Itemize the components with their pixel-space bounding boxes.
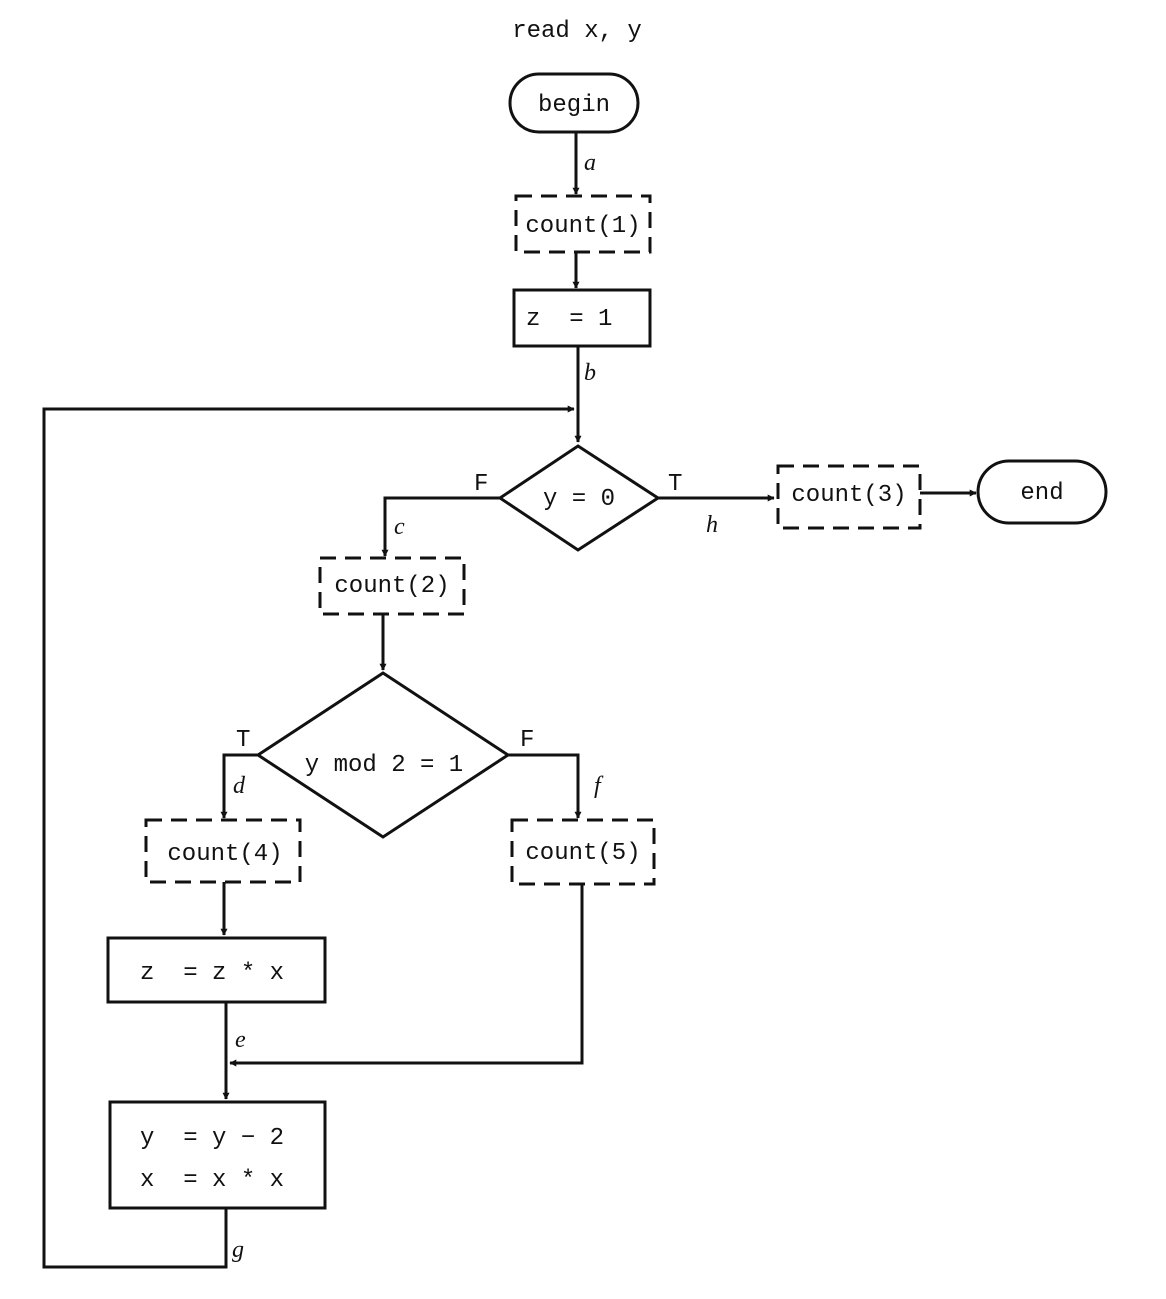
decision-y-mod-2 xyxy=(255,671,511,839)
branch-mod-false: F xyxy=(520,727,534,754)
x-update-label: x = x * x xyxy=(140,1167,284,1194)
decision-y-equals-zero-label: y = 0 xyxy=(543,486,615,513)
z-init-label: z = 1 xyxy=(526,306,612,333)
branch-y0-false: F xyxy=(474,471,488,498)
count2-box xyxy=(318,556,466,616)
end-terminal xyxy=(976,459,1108,525)
header-read-inputs: read x, y xyxy=(512,18,642,45)
edge-mod-false-to-count5 xyxy=(508,753,582,819)
z-init-box xyxy=(512,288,652,348)
edge-label-a: a xyxy=(584,150,596,176)
count5-label: count(5) xyxy=(525,840,640,867)
begin-terminal xyxy=(508,72,640,134)
count1-box xyxy=(514,194,652,254)
z-update-label: z = z * x xyxy=(140,960,284,987)
decision-y-equals-zero xyxy=(497,444,661,552)
count3-box xyxy=(776,464,922,530)
edge-count5-to-merge xyxy=(229,884,584,1067)
edge-label-e: e xyxy=(235,1027,246,1053)
edge-label-h: h xyxy=(706,512,718,538)
decision-y-mod-2-label: y mod 2 = 1 xyxy=(305,752,463,779)
count4-box xyxy=(144,818,302,884)
branch-mod-true: T xyxy=(236,727,250,754)
edge-label-g: g xyxy=(232,1237,244,1263)
z-update-box xyxy=(106,936,327,1004)
count4-label: count(4) xyxy=(167,841,282,868)
edge-label-d: d xyxy=(233,773,246,799)
edge-label-b: b xyxy=(584,360,596,386)
count3-label: count(3) xyxy=(791,482,906,509)
edge-label-c: c xyxy=(394,514,405,540)
xy-update-box xyxy=(108,1100,327,1210)
count2-label: count(2) xyxy=(334,573,449,600)
branch-y0-true: T xyxy=(668,471,682,498)
edge-loop-back xyxy=(42,405,575,1269)
edge-cond-false-to-count2 xyxy=(381,496,500,557)
count1-label: count(1) xyxy=(525,213,640,240)
end-label: end xyxy=(1020,480,1063,507)
edge-mod-true-to-count4 xyxy=(220,753,258,819)
y-update-label: y = y − 2 xyxy=(140,1125,284,1152)
begin-label: begin xyxy=(538,92,610,119)
edge-label-f: f xyxy=(594,773,604,799)
